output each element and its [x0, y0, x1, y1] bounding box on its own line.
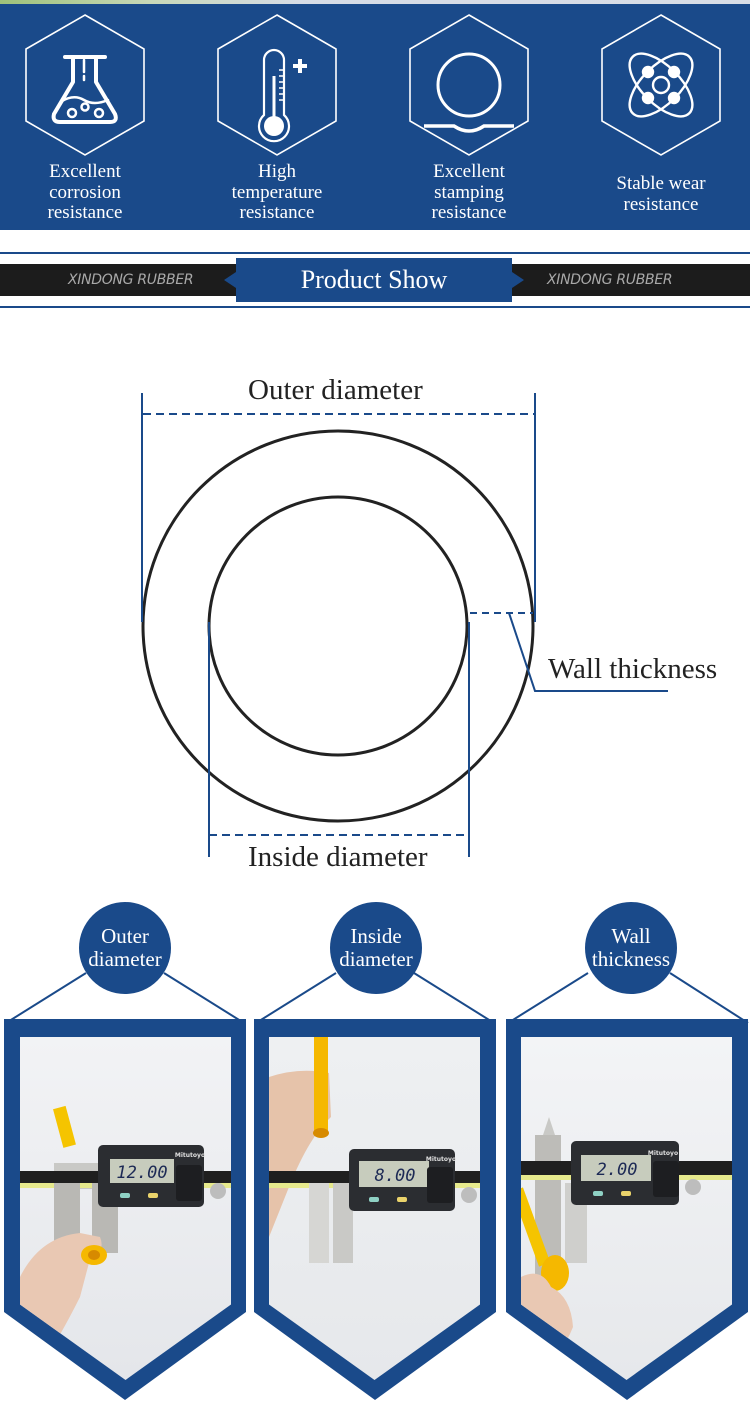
- hexagon-frame: [25, 14, 145, 156]
- feature-wear-resistance: Stable wear resistance: [565, 4, 750, 230]
- header-rule-bottom: [0, 306, 750, 308]
- feature-high-temperature-resistance: High temperature resistance: [181, 4, 373, 230]
- feature-label-line: resistance: [47, 202, 123, 223]
- feature-label-line: High: [258, 161, 296, 182]
- caliper-photo: 8.00 Mitutoyo: [269, 1037, 480, 1380]
- badge-outer-diameter: Outer diameter: [79, 902, 171, 994]
- caliper-photo: 12.00 Mitutoyo: [20, 1037, 231, 1380]
- caliper-reading: 2.00: [597, 1160, 638, 1180]
- caliper-photo-image: 12.00 Mitutoyo: [20, 1037, 231, 1380]
- top-photo-edge: [0, 0, 750, 4]
- brand-text-right: XINDONG RUBBER: [547, 272, 673, 288]
- wall-thickness-dimension: [470, 612, 668, 692]
- thermometer-plus-icon: [257, 48, 307, 143]
- feature-stamping-resistance: Excellent stamping resistance: [373, 4, 565, 230]
- caliper-reading: 12.00: [116, 1163, 167, 1183]
- badge-line: Outer: [101, 924, 149, 948]
- inner-circle: [207, 495, 469, 757]
- feature-corrosion-resistance: Excellent corrosion resistance: [0, 4, 181, 230]
- feature-label-line: resistance: [239, 202, 315, 223]
- outer-circle: [141, 429, 535, 823]
- title-arrow-right: [512, 272, 524, 288]
- tube-dimension-diagram: Outer diameter Wall thickness Inside dia…: [0, 320, 750, 890]
- outer-diameter-label: Outer diameter: [248, 374, 423, 406]
- header-rule-top: [0, 252, 750, 254]
- measurement-card-wall-thickness: 2.00 Mitutoyo Wall thickness: [500, 895, 750, 1407]
- feature-label-line: Excellent: [433, 161, 505, 182]
- inside-diameter-dimension: [208, 622, 470, 857]
- hexagon-frame: [601, 14, 721, 156]
- features-band: Excellent corrosion resistance H: [0, 4, 750, 230]
- caliper-brand: Mitutoyo: [426, 1156, 456, 1163]
- hexagon-frame: [217, 14, 337, 156]
- caliper-brand: Mitutoyo: [648, 1150, 678, 1157]
- section-title: Product Show: [236, 258, 512, 302]
- badge-line: Wall: [611, 924, 651, 948]
- caliper-photo-image: 8.00 Mitutoyo: [269, 1037, 480, 1380]
- feature-label-line: corrosion: [49, 181, 121, 203]
- wall-thickness-label: Wall thickness: [548, 653, 718, 685]
- caliper-brand: Mitutoyo: [175, 1152, 205, 1159]
- badge-line: Inside: [350, 924, 402, 948]
- feature-label-line: resistance: [431, 202, 507, 223]
- atom-icon: [628, 52, 694, 118]
- badge-line: diameter: [88, 947, 162, 971]
- badge-inside-diameter: Inside diameter: [330, 902, 422, 994]
- outer-diameter-dimension: [141, 393, 536, 622]
- brand-text-left: XINDONG RUBBER: [68, 272, 194, 288]
- feature-label-line: resistance: [623, 193, 699, 215]
- hexagon-frame: [409, 14, 529, 156]
- badge-line: diameter: [339, 947, 413, 971]
- badge-wall-thickness: Wall thickness: [585, 902, 677, 994]
- inside-diameter-label: Inside diameter: [248, 841, 428, 873]
- title-arrow-left: [224, 272, 236, 288]
- ring-on-surface-icon: [424, 52, 514, 133]
- feature-label-line: stamping: [434, 181, 504, 203]
- feature-label-line: temperature: [231, 181, 323, 203]
- flask-icon: [51, 55, 118, 124]
- diagram-drawing: [141, 393, 668, 857]
- measurement-card-inside-diameter: 8.00 Mitutoyo Inside diameter: [250, 895, 500, 1407]
- badge-line: thickness: [591, 947, 671, 971]
- feature-label-line: Stable wear: [616, 173, 706, 194]
- feature-label-line: Excellent: [49, 161, 121, 182]
- measurement-card-outer-diameter: 12.00 Mitutoyo Outer diameter: [0, 895, 250, 1407]
- caliper-reading: 8.00: [375, 1166, 416, 1186]
